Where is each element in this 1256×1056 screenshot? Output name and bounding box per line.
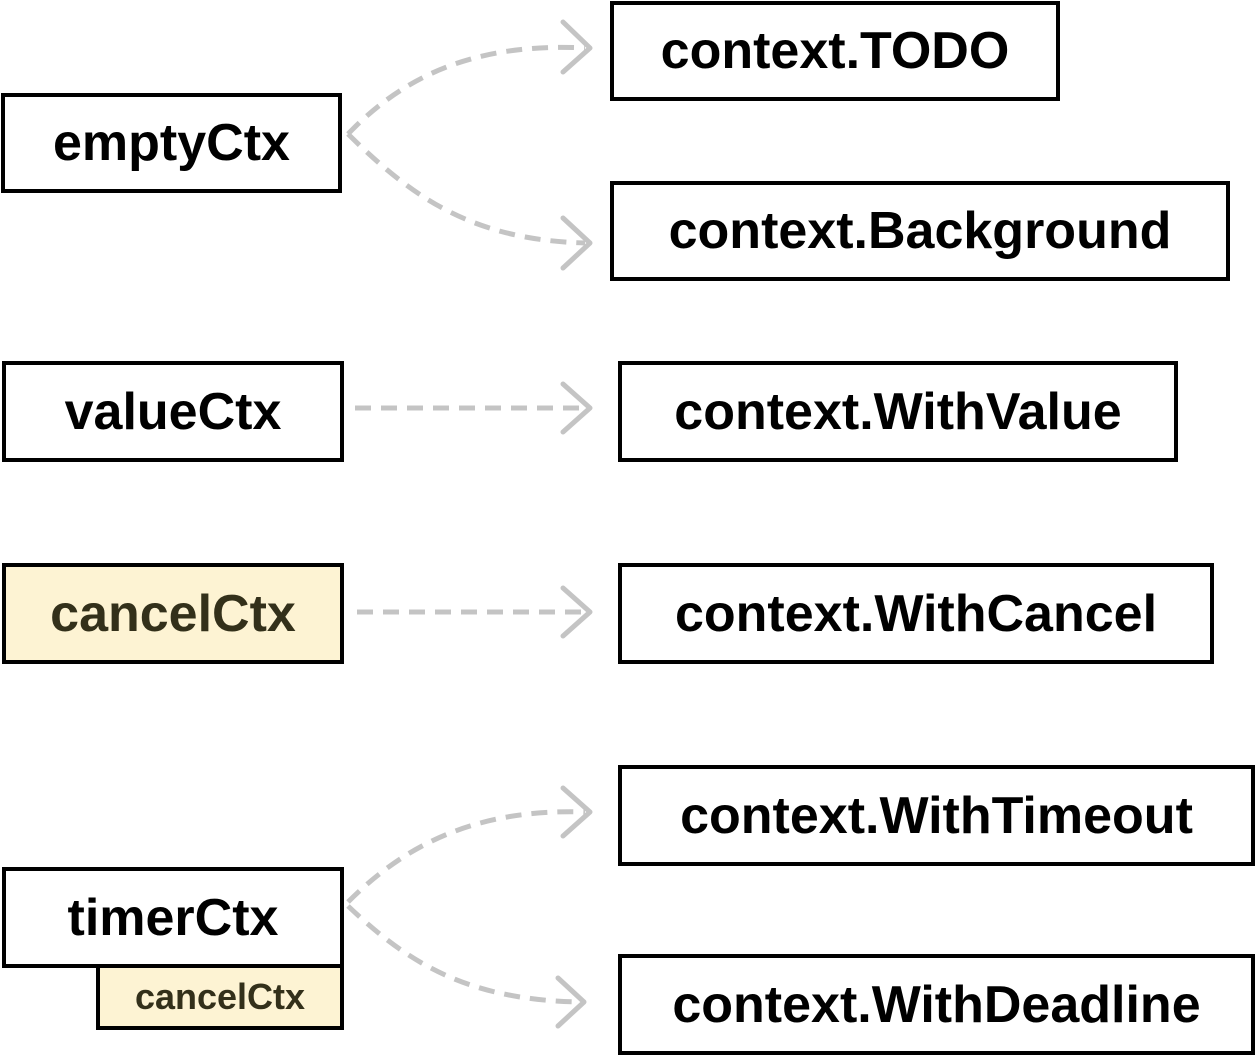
node-timerctx: timerCtx (2, 867, 344, 968)
arrowhead-todo (560, 19, 593, 75)
arrowhead-withvalue (560, 381, 593, 435)
node-context-withdeadline: context.WithDeadline (618, 954, 1255, 1055)
arrow-emptyctx-background (346, 132, 586, 246)
node-timerctx-embedded-cancelctx: cancelCtx (96, 964, 344, 1030)
node-valuectx: valueCtx (2, 361, 344, 462)
arrow-emptyctx-todo (346, 44, 586, 136)
arrowhead-withtimeout (560, 785, 593, 839)
arrow-timerctx-withtimeout (346, 809, 586, 904)
arrow-timerctx-withdeadline (346, 904, 581, 1005)
node-cancelctx: cancelCtx (2, 563, 344, 664)
node-context-todo: context.TODO (610, 1, 1060, 101)
arrowhead-withdeadline (555, 975, 587, 1029)
arrowhead-background (560, 215, 593, 271)
node-context-withtimeout: context.WithTimeout (618, 765, 1255, 866)
node-context-withcancel: context.WithCancel (618, 563, 1214, 664)
arrowhead-withcancel (560, 585, 593, 639)
node-context-withvalue: context.WithValue (618, 361, 1178, 462)
node-context-background: context.Background (610, 181, 1230, 281)
node-emptyctx: emptyCtx (1, 93, 342, 193)
